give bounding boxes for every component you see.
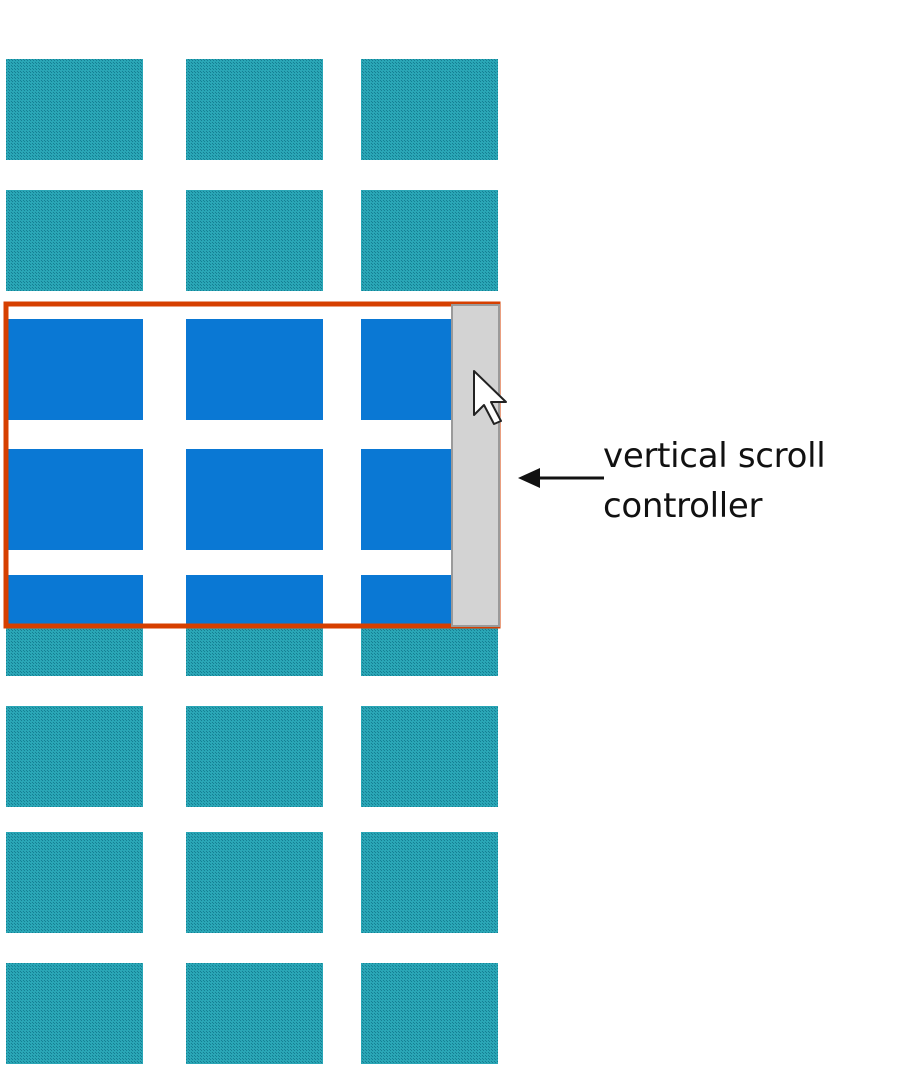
hidden-tile [186,963,323,1064]
hidden-tile [6,190,143,291]
visible-tile [6,575,143,626]
callout-line-1: vertical scroll [603,436,826,476]
vertical-scroll-controller[interactable] [451,304,500,627]
visible-tile [186,575,323,626]
visible-tile [6,319,143,420]
hidden-tile [186,626,323,676]
visible-tile [186,319,323,420]
tile-grid [6,59,498,1064]
visible-tile [6,449,143,550]
hidden-tile [6,832,143,933]
visible-tile [186,449,323,550]
hidden-tile [6,626,143,676]
hidden-tile [361,706,498,807]
hidden-tile [6,59,143,160]
hidden-tile [186,190,323,291]
hidden-tile [361,626,498,676]
hidden-tile [361,832,498,933]
arrow-left-icon [518,468,604,488]
hidden-tile [186,59,323,160]
hidden-tile [186,706,323,807]
hidden-tile [361,59,498,160]
hidden-tile [361,190,498,291]
hidden-tile [361,963,498,1064]
hidden-tile [186,832,323,933]
callout-line-2: controller [603,486,763,526]
callout-label: vertical scroll controller [603,431,893,531]
hidden-tile [6,963,143,1064]
mouse-pointer-icon [473,370,507,425]
hidden-tile [6,706,143,807]
